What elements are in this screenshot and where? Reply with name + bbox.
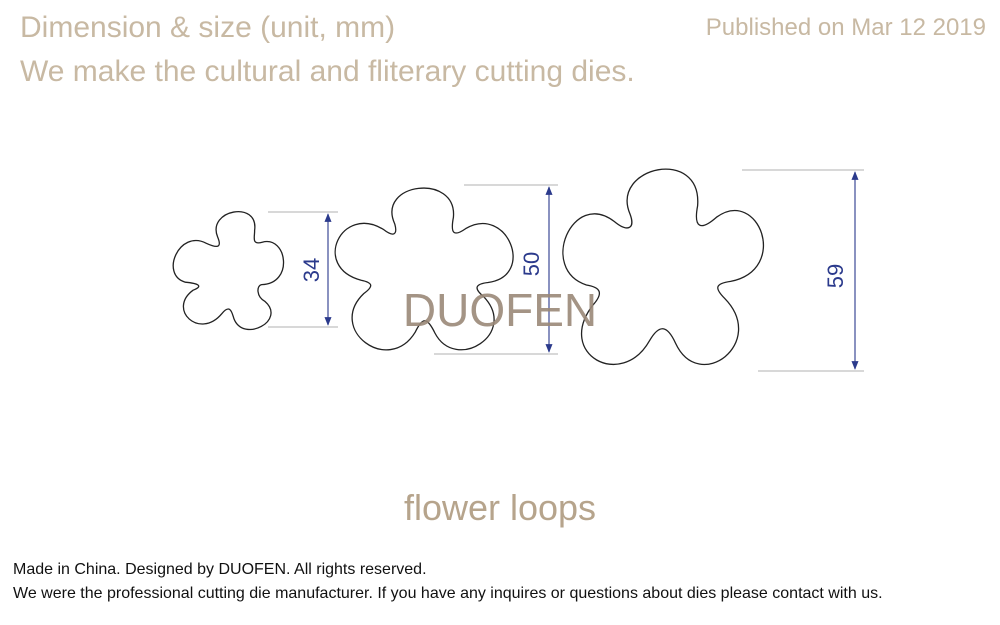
footer-copyright: Made in China. Designed by DUOFEN. All r… <box>13 561 427 578</box>
publish-date: Published on Mar 12 2019 <box>705 14 986 41</box>
large-flower-outline <box>562 168 765 366</box>
page-subtitle: We make the cultural and fliterary cutti… <box>20 55 635 88</box>
brand-watermark: DUOFEN <box>403 284 597 336</box>
dimension-label-34: 34 <box>299 258 324 282</box>
page-title: Dimension & size (unit, mm) <box>20 11 396 44</box>
product-name: flower loops <box>403 487 597 528</box>
dimension-59: 59 <box>742 169 864 372</box>
medium-flower-outline <box>334 187 514 351</box>
dimension-label-59: 59 <box>823 264 848 288</box>
dimension-50: 50 <box>434 184 558 355</box>
dimension-34: 34 <box>268 211 338 328</box>
footer-contact-note: We were the professional cutting die man… <box>13 585 883 602</box>
small-flower-outline <box>172 211 285 330</box>
dimension-label-50: 50 <box>519 252 544 276</box>
